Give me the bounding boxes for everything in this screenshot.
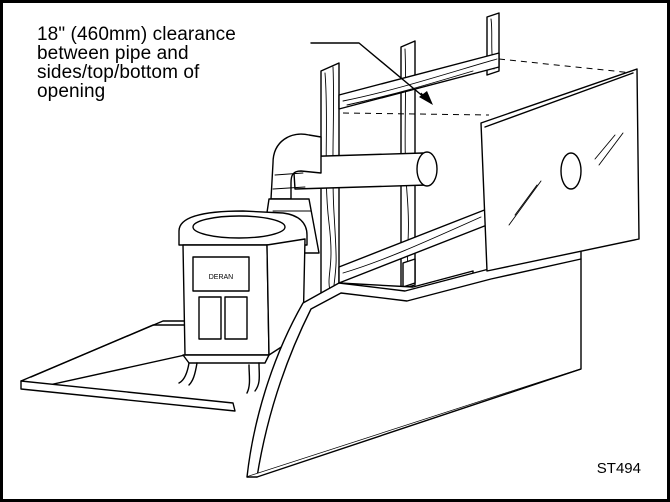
wall-pass-through-illustration (20, 12, 640, 478)
diagram-id: ST494 (596, 460, 641, 477)
callout-line-1: 18" (460mm) clearance (37, 24, 236, 45)
clearance-callout: 18" (460mm) clearance between pipe and s… (37, 25, 357, 101)
clearance-guides (342, 58, 634, 116)
stove (178, 210, 308, 394)
heat-shield-panel (480, 68, 640, 272)
callout-line-4: opening (37, 81, 106, 102)
callout-leader-line (310, 42, 433, 105)
callout-line-3: sides/top/bottom of (37, 62, 200, 83)
callout-line-2: between pipe and (37, 43, 189, 64)
front-wall (246, 248, 582, 478)
header-beams (338, 52, 500, 110)
